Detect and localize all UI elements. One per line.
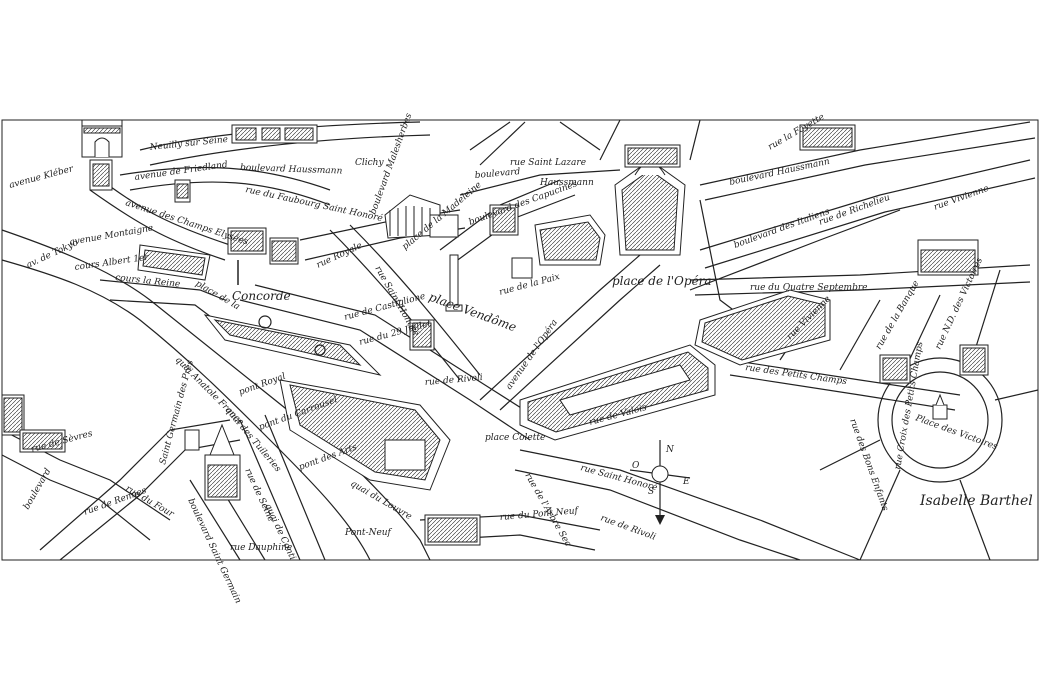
compass-north: N [665,445,675,455]
label-champs: avenue des Champs Elysées [124,197,250,247]
compass-east: E [682,477,690,487]
label-haussmann-2: Haussmann [539,178,594,188]
label-quatre-septembre: rue du Quatre Septembre [750,283,867,293]
label-pont-neuf-rue: rue du Pont Neuf [499,506,580,523]
opera-garnier [614,144,686,256]
label-haussmann-1: boulevard Haussmann [240,163,343,177]
label-concorde: Concorde [232,289,291,303]
arc-de-triomphe [81,119,123,158]
label-saint-honore-2: rue Saint Honoré [579,462,659,493]
label-clichy: Clichy [355,158,384,168]
label-neuilly: Neuilly sur Seine [148,135,228,153]
compass-south: S [648,487,654,497]
tuileries-garden [203,314,382,376]
label-saint-lazare: rue Saint Lazare [510,158,586,168]
compass-west: O [632,461,640,471]
vendome-column [445,254,463,312]
bourse [917,239,979,276]
palais-royal [519,344,716,441]
label-cours-reine: cours la Reine [115,273,181,290]
label-montaigne: avenue Montaigne [69,223,154,248]
label-castiglione: rue de Castiglione [343,292,426,323]
label-pont-neuf: Pont-Neuf [344,528,393,538]
label-colette: place Colette [485,433,545,443]
label-tokyo: av. de Tokyo [25,238,80,271]
buildings [1,119,989,546]
label-bons-enfants: rue des Bons Enfants [847,418,890,513]
neuilly-buildings [231,124,318,144]
label-petits-champs: rue des Petits Champs [745,363,848,387]
bibliotheque-nationale [694,289,831,366]
label-rivoli-2: rue de Rivoli [599,513,657,542]
label-opera: place de l'Opéra [612,274,712,288]
saint-germain-church [204,423,241,501]
label-dauphine: rue Dauphine [230,543,292,553]
map-frame [1,119,1039,561]
label-vivienne-1: rue Vivienne [933,184,991,213]
victoires-statue [932,393,948,420]
louvre [279,379,451,491]
grand-palais [137,244,211,281]
label-faubourg: rue du Faubourg Saint Honoré [244,184,384,224]
label-banque: rue de la Banque [874,279,922,352]
artist-signature: Isabelle Barthel [919,493,1033,509]
street-network [1,119,1039,561]
label-boulevard: boulevard [474,167,521,181]
compass-rose: N E S O [629,440,691,525]
label-rivoli: rue de Rivoli [424,373,483,388]
label-kleber: avenue Kléber [8,163,75,191]
label-rue-seine: rue de Seine [242,467,275,524]
